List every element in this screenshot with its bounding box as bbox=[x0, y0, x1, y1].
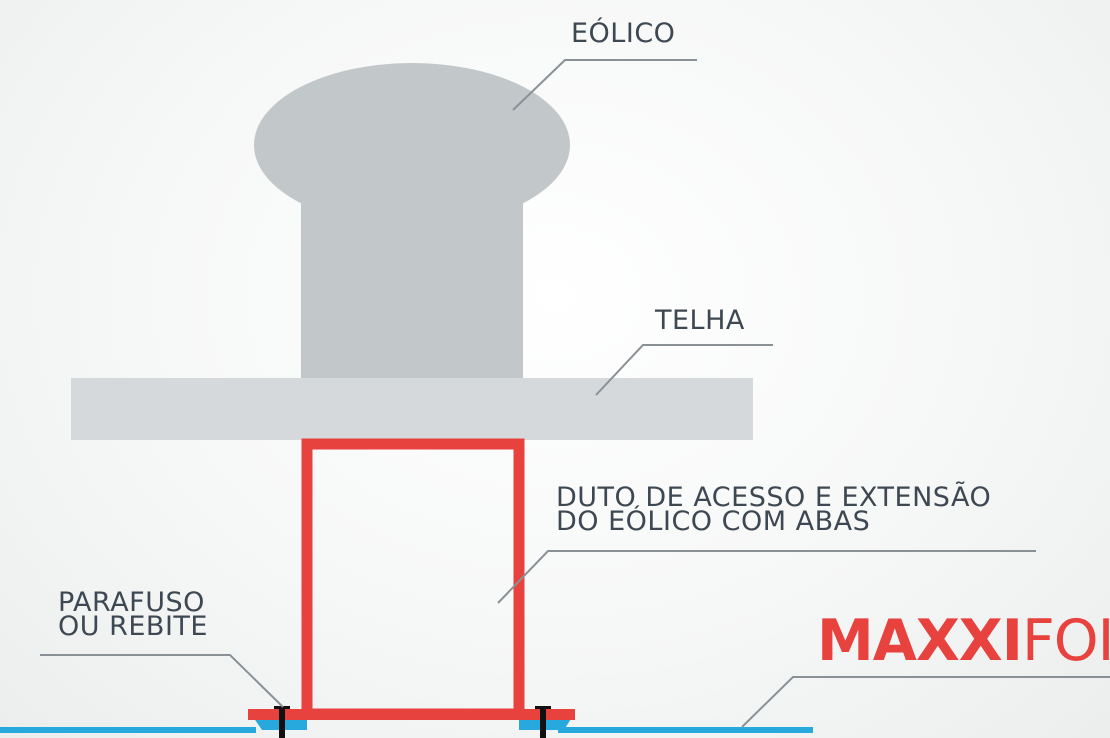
duto-base-flange bbox=[248, 709, 575, 720]
label-telha: TELHA bbox=[655, 305, 745, 336]
leader-maxxifoil bbox=[741, 676, 1110, 728]
leader-telha bbox=[595, 344, 773, 396]
leader-parafuso bbox=[40, 654, 284, 708]
telha-bar bbox=[71, 378, 753, 440]
label-parafuso-line1: PARAFUSO bbox=[58, 587, 205, 618]
base-line-left bbox=[0, 727, 256, 733]
eolico-shape bbox=[254, 63, 570, 385]
duto-outline bbox=[301, 438, 525, 720]
base-line-right bbox=[558, 727, 813, 733]
label-duto: DUTO DE ACESSO E EXTENSÃO DO EÓLICO COM … bbox=[556, 482, 992, 537]
logo-text-bold: MAXXI bbox=[817, 608, 1023, 674]
maxxifoil-logo: MAXXIFOIL ® bbox=[817, 613, 1110, 670]
label-parafuso-line2: OU REBITE bbox=[58, 611, 208, 642]
screw-left bbox=[274, 706, 290, 738]
leader-duto bbox=[497, 550, 1036, 604]
label-duto-line1: DUTO DE ACESSO E EXTENSÃO bbox=[556, 482, 992, 513]
label-eolico: EÓLICO bbox=[571, 18, 676, 49]
label-parafuso: PARAFUSO OU REBITE bbox=[58, 587, 208, 642]
logo-text-light: FOIL bbox=[1021, 608, 1110, 674]
leader-eolico bbox=[512, 59, 697, 111]
eolico-head bbox=[254, 63, 570, 227]
screw-right bbox=[535, 706, 551, 738]
label-duto-line2: DO EÓLICO COM ABAS bbox=[556, 506, 871, 537]
